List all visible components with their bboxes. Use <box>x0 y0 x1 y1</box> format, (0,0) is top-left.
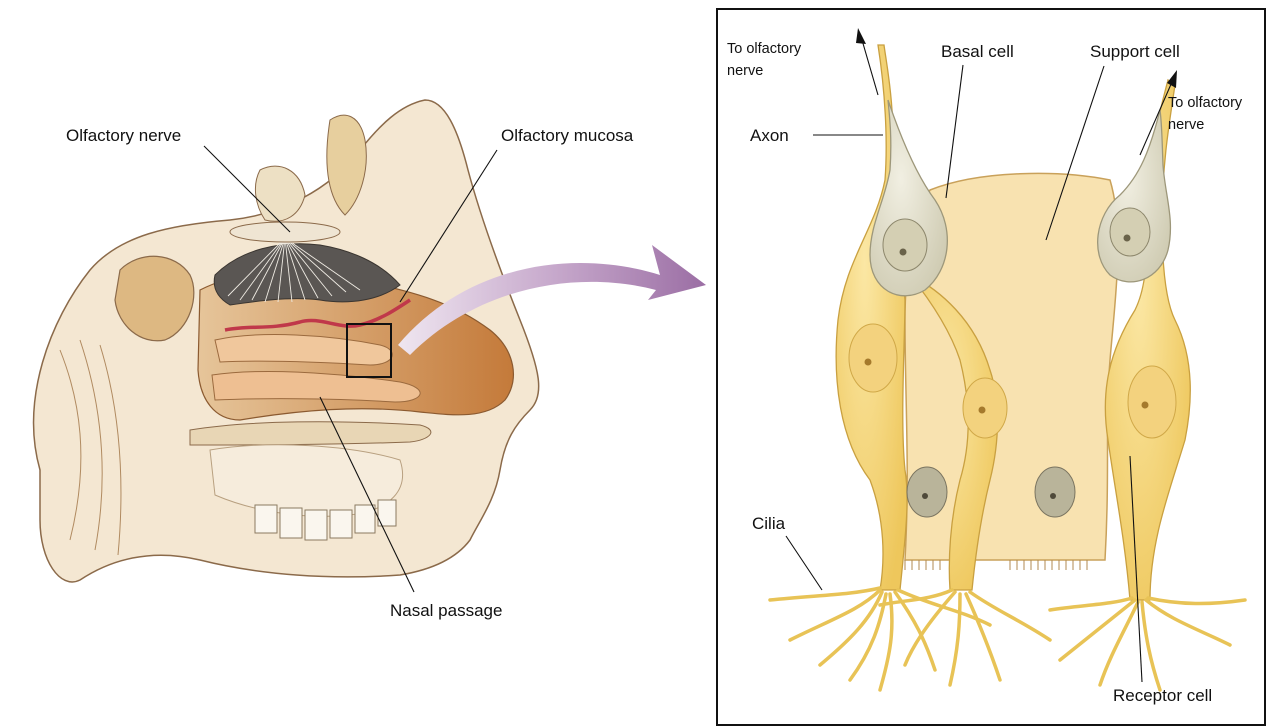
label-support-cell: Support cell <box>1090 42 1180 61</box>
label-nasal-passage: Nasal passage <box>390 601 502 620</box>
label-olfactory-mucosa: Olfactory mucosa <box>501 126 634 145</box>
label-basal-cell: Basal cell <box>941 42 1014 61</box>
label-olfactory-nerve: Olfactory nerve <box>66 126 181 145</box>
label-axon: Axon <box>750 126 789 145</box>
label-cilia: Cilia <box>752 514 786 533</box>
nasal-cross-section <box>34 100 539 582</box>
label-receptor-cell: Receptor cell <box>1113 686 1212 705</box>
